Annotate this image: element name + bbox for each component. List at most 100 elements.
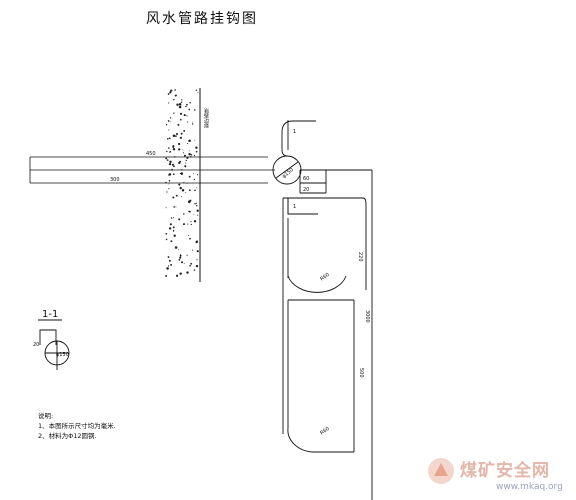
rock-speckle (193, 213, 195, 215)
rock-speckle (186, 223, 188, 225)
rock-speckle (183, 213, 185, 215)
rock-speckle (195, 240, 199, 244)
rock-speckle (194, 139, 196, 141)
cut-mark-bottom: 1 (293, 204, 296, 210)
rock-speckle (186, 271, 189, 274)
rock-speckle (172, 173, 175, 176)
rock-speckle (183, 114, 186, 117)
rock-speckle (176, 103, 179, 106)
rock-speckle (184, 165, 187, 168)
rock-speckle (176, 94, 178, 96)
dim-300: 300 (110, 177, 120, 183)
rock-speckle (179, 272, 182, 275)
rock-speckle (168, 102, 170, 104)
rock-speckle (169, 160, 172, 164)
rock-speckle (178, 183, 181, 186)
drawing-title: 风水管路挂钩图 (146, 11, 258, 27)
rock-speckle (195, 146, 198, 149)
rock-speckle (167, 256, 170, 258)
rock-speckle (175, 206, 177, 208)
rock-speckle (173, 112, 175, 114)
rock-speckle (187, 223, 189, 225)
pipe-lines (29, 156, 275, 184)
rock-speckle (181, 189, 185, 192)
rock-speckle (178, 148, 181, 151)
rock-wall (165, 88, 201, 282)
rock-speckle (190, 223, 192, 226)
rock-speckle (178, 142, 181, 146)
rock-speckle (196, 259, 198, 261)
rock-speckle (166, 191, 168, 193)
rock-speckle (165, 124, 168, 126)
watermark-text: 煤矿安全网 (460, 461, 550, 481)
rock-speckle (172, 217, 175, 219)
rock-speckle (165, 207, 167, 209)
rock-speckle (175, 274, 179, 277)
rock-speckle (168, 162, 172, 166)
watermark: 煤矿安全网 www.mkaq.org (424, 454, 574, 498)
rock-speckle (188, 108, 191, 111)
rock-speckle (180, 261, 184, 264)
dim-section-20: 20 (33, 342, 39, 348)
rock-speckle (193, 269, 196, 271)
rock-speckle (170, 89, 173, 92)
rock-speckle (185, 105, 187, 108)
rock-speckle (186, 115, 188, 117)
dim-500: 500 (358, 368, 364, 378)
rock-speckle (170, 217, 173, 219)
rock-speckle (196, 174, 199, 176)
rock-speckle (172, 134, 176, 137)
rock-speckle (196, 187, 198, 189)
rock-speckle (168, 129, 170, 131)
rock-speckle (193, 220, 197, 223)
rock-speckle (170, 263, 173, 266)
rock-speckle (172, 226, 175, 229)
rock-speckle (197, 214, 199, 216)
rock-speckle (166, 267, 169, 270)
rock-speckle (188, 175, 191, 178)
rock-speckle (195, 150, 198, 153)
dim-circle-main: φ150 (281, 167, 295, 180)
rock-speckle (179, 186, 182, 190)
rock-speckle (179, 256, 182, 259)
rock-speckle (167, 120, 170, 122)
rock-speckle (188, 189, 191, 192)
rock-speckle (179, 118, 182, 121)
rock-speckle (183, 154, 186, 157)
rock-speckle (194, 109, 196, 111)
notes-line-2: 2、材料为Φ12圆钢. (38, 432, 97, 440)
dim-450: 450 (146, 151, 156, 157)
rock-speckle (168, 147, 170, 149)
rock-speckle (178, 161, 181, 165)
rock-speckle (168, 259, 171, 262)
rock-speckle (190, 154, 193, 156)
rock-speckle (196, 209, 199, 212)
rock-speckle (195, 264, 199, 268)
rock-speckle (196, 205, 198, 207)
rock-speckle (192, 249, 194, 251)
rock-speckle (195, 202, 197, 204)
rock-speckle (169, 150, 172, 153)
rock-speckle (168, 188, 170, 190)
dim-20: 20 (303, 187, 309, 193)
rock-speckle (168, 137, 171, 140)
rock-speckle (182, 149, 184, 151)
section-label: 1-1 (42, 309, 59, 320)
rock-speckle (172, 163, 174, 165)
dim-60: 60 (303, 176, 309, 182)
notes-heading: 说明: (38, 412, 54, 420)
dim-section-circle: φ150 (56, 352, 69, 358)
rock-speckle (180, 101, 183, 103)
rock-speckle (192, 121, 194, 123)
rock-speckle (189, 101, 191, 104)
rock-speckle (165, 274, 168, 277)
rock-speckle (168, 183, 170, 185)
notes-line-1: 1、本图所示尺寸均为毫米. (38, 422, 116, 430)
rock-speckle (168, 227, 172, 230)
rock-speckle (167, 265, 170, 267)
rock-speckle (188, 152, 191, 156)
rock-speckle (175, 135, 177, 137)
rock-speckle (174, 89, 176, 91)
rock-speckle (188, 150, 190, 152)
watermark-url: www.mkaq.org (496, 482, 563, 492)
